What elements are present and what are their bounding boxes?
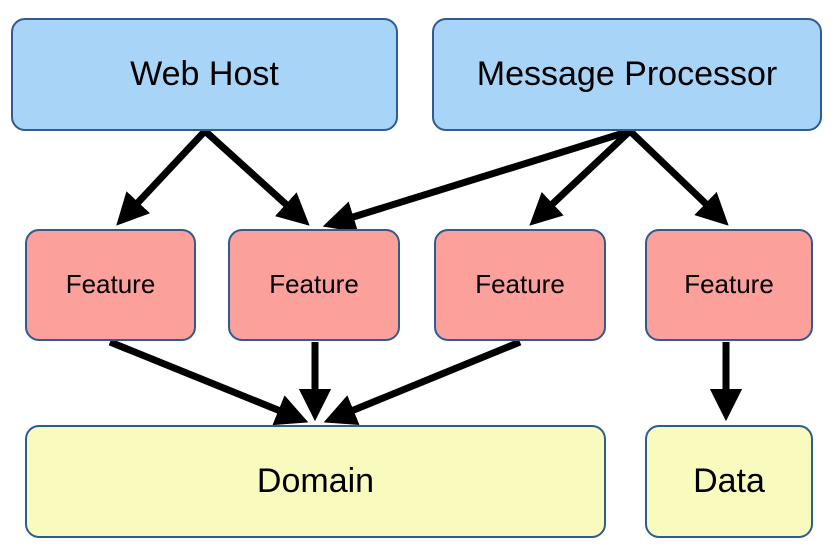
edge-message-processor-to-feature-3 (529, 128, 633, 226)
node-feature-3-label: Feature (475, 269, 565, 300)
node-feature-2-label: Feature (269, 269, 359, 300)
edge-feature-3-to-domain (323, 338, 522, 426)
node-data-label: Data (693, 461, 765, 500)
node-feature-1-label: Feature (65, 269, 156, 300)
edge-web-host-to-feature-1 (116, 128, 208, 226)
node-data[interactable]: Data (645, 425, 813, 538)
node-feature-1[interactable]: Feature (25, 229, 196, 341)
edge-message-processor-to-feature-2 (322, 127, 632, 233)
edge-feature-1-to-domain (108, 338, 309, 426)
node-feature-2[interactable]: Feature (228, 229, 400, 341)
node-feature-4[interactable]: Feature (645, 229, 813, 341)
node-domain-label: Domain (256, 461, 375, 500)
node-feature-3[interactable]: Feature (434, 229, 606, 341)
node-message-processor-label: Message Processor (476, 54, 778, 93)
edge-group (108, 127, 743, 426)
node-web-host[interactable]: Web Host (11, 18, 398, 131)
edge-web-host-to-feature-2 (202, 128, 310, 226)
node-web-host-label: Web Host (130, 54, 279, 93)
node-feature-4-label: Feature (684, 269, 774, 300)
node-domain[interactable]: Domain (25, 425, 606, 538)
node-message-processor[interactable]: Message Processor (432, 18, 822, 131)
edge-message-processor-to-feature-4 (627, 128, 729, 226)
